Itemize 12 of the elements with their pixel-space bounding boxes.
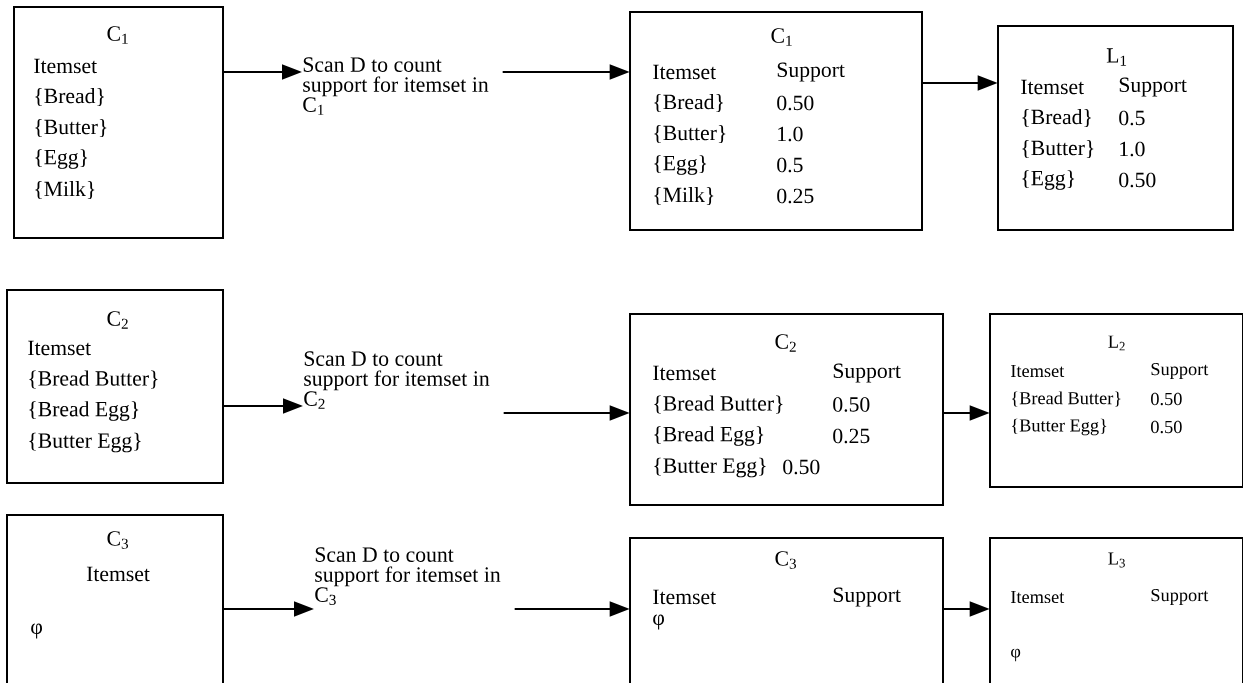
itemset-box: C$_{1}$ Itemset {Bread} {Butter} {Egg} {Milk} xyxy=(13,6,224,239)
support-table-box: C$_{3}$ Itemset Support φ xyxy=(629,537,944,683)
support-table-box: L$_{1}$ Itemset Support {Bread} 0.5 {Butter} 1.0 {Egg} 0.50 xyxy=(997,25,1234,231)
step-text: Scan D to count support for itemset in C$_{3}$ xyxy=(315,547,501,605)
support-table-box: C$_{2}$ Itemset Support {Bread Butter} 0.50 {Bread Egg} 0.25 {Butter Egg} 0.50 xyxy=(629,313,944,506)
step-text: Scan D to count support for itemset in C$_{1}$ xyxy=(303,57,489,115)
support-table-box: C$_{1}$ Itemset Support {Bread} 0.50 {Butter} 1.0 {Egg} 0.5 {Milk} 0.25 xyxy=(629,11,923,231)
itemset-box: C$_{2}$ Itemset {Bread Butter} {Bread Egg} {Butter Egg} xyxy=(6,289,224,484)
itemset-box: C$_{3}$ Itemset φ xyxy=(6,514,224,683)
step-text: Scan D to count support for itemset in C$_{2}$ xyxy=(304,351,490,409)
support-table-box: L$_{3}$ Itemset Support φ xyxy=(989,537,1243,683)
support-table-box: L$_{2}$ Itemset Support {Bread Butter} 0.50 {Butter Egg} 0.50 xyxy=(989,313,1243,488)
